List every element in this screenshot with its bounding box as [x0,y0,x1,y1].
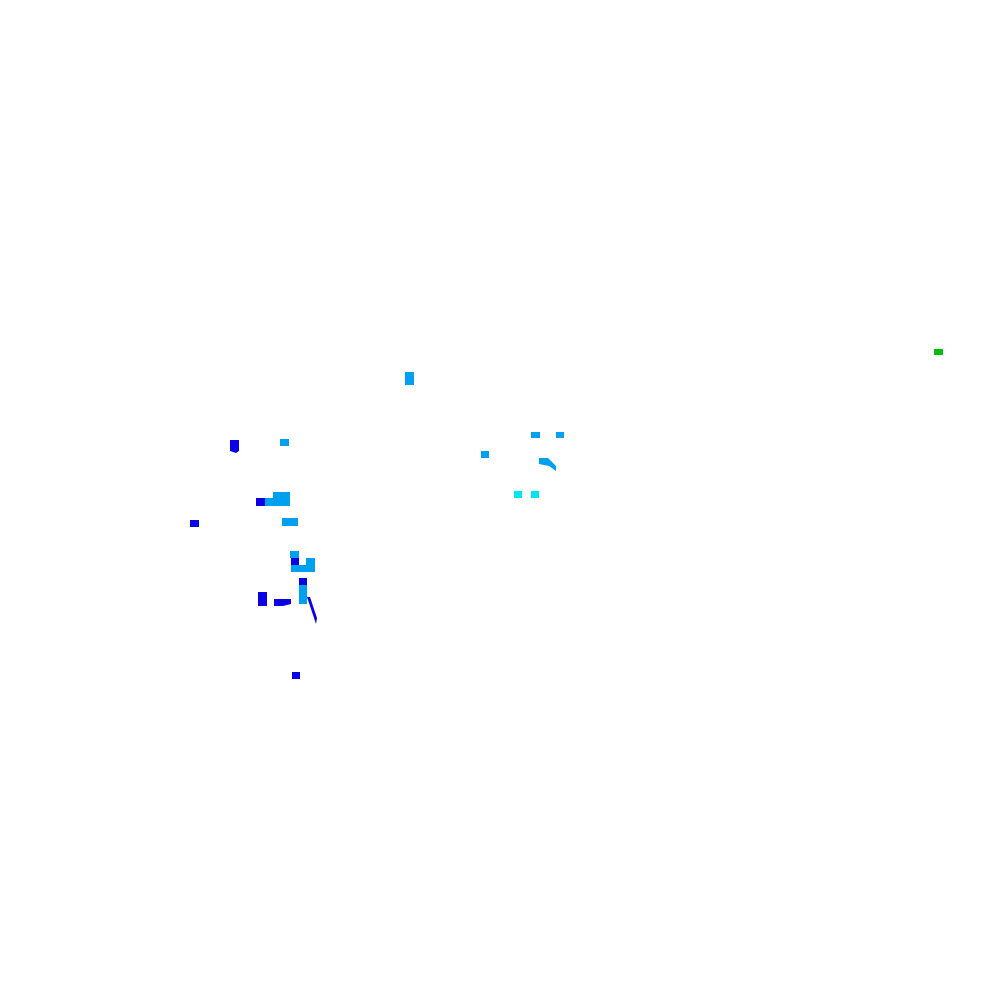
feature-patch-azure [282,518,298,526]
feature-group-left [190,439,317,679]
feature-patch-azure [265,492,290,506]
feature-patch-azure [405,372,414,385]
feature-patch-deep-blue [258,592,267,606]
feature-patch-deep-blue [190,520,199,527]
feature-patch-green [934,349,943,355]
feature-group-center [405,372,564,498]
feature-patch-cyan [531,491,539,498]
feature-patch-azure [290,551,299,558]
feature-patch-deep-blue [230,440,239,453]
feature-patch-deep-blue [292,672,300,679]
feature-patch-azure [280,439,289,446]
feature-patch-azure [291,558,315,572]
feature-patch-azure [481,451,489,458]
feature-patch-deep-blue [256,498,265,506]
feature-patch-azure [299,585,307,604]
feature-patch-deep-blue [274,599,291,606]
feature-patch-cyan [514,491,522,498]
feature-patch-deep-blue [299,578,307,585]
feature-patch-azure [539,458,556,471]
feature-group-green [934,349,943,355]
feature-patch-azure [556,432,564,438]
feature-patch-deep-blue [291,558,299,565]
feature-patch-deep-blue [307,597,317,624]
feature-patch-azure [531,432,540,438]
